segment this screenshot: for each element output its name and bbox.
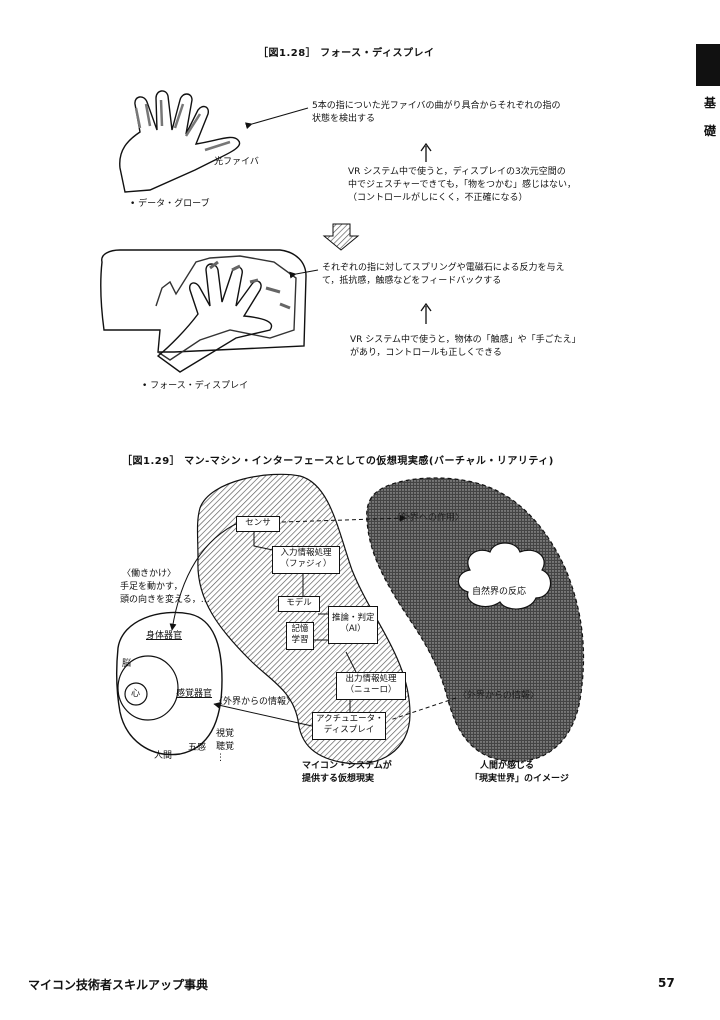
heart-circle [124,682,148,706]
force-pointer-arrow [289,269,319,279]
hearing-label: 聴覚 [216,742,235,752]
output-processing-line-2: （ニューロ） [345,685,397,695]
book-title: マイコン技術者スキルアップ事典 [28,978,209,992]
body-organ-label: 身体器官 [146,631,183,641]
section-tab [696,44,720,86]
brain-label: 脳 [122,659,132,669]
glove-pointer-arrow [244,107,309,130]
fiber-label: 光ファイバ [214,157,259,167]
actuator-line-2: ディスプレイ [323,725,375,735]
sensor-label: センサ [245,518,271,528]
real-world-region [366,477,585,763]
glove-note-line-1: VR システム中で使うと，ディスプレイの3次元空間の [348,167,566,177]
real-caption-line-1: 人間が感じる [480,761,535,771]
actuator-line-1: アクチュエータ・ [316,714,384,724]
vr-caption-line-2: 提供する仮想現実 [302,774,375,784]
model-label: モデル [286,598,312,608]
figure-1-28-title: ［図1.28］ フォース・ディスプレイ [258,48,435,59]
sensor-box: センサ [236,516,280,532]
nature-cloud [457,542,552,610]
human-label: 人間 [154,751,173,761]
transition-down-arrow [322,223,360,251]
action-line-1: 手足を動かす， [120,582,183,592]
vision-label: 視覚 [216,729,235,739]
five-senses-label: 五感 [188,743,207,753]
inference-box: 推論・判定 （AI） [328,606,378,644]
section-tab-char-2: 礎 [703,124,716,138]
force-note-line-1: VR システム中で使うと，物体の「触感」や「手ごたえ」 [350,335,581,345]
actuator-display-box: アクチュエータ・ ディスプレイ [312,712,386,740]
force-display-illustration [99,249,307,373]
data-glove-illustration [119,90,241,193]
output-processing-box: 出力情報処理 （ニューロ） [336,672,406,700]
up-arrow-2 [420,302,432,324]
force-note-line-2: があり，コントロールも正しくできる [350,348,502,358]
input-processing-line-2: （ファジィ） [280,559,332,569]
heart-label: 心 [131,689,141,699]
output-processing-line-1: 出力情報処理 [345,674,397,684]
page-number: 57 [658,976,675,990]
glove-note-line-2: 中でジェスチャーできても，「物をつかむ」感じはない， [348,180,577,190]
external-action-label: 〈外界への作用〉 [392,513,465,523]
force-desc-line-1: それぞれの指に対してスプリングや電磁石による反力を与え [322,263,565,273]
inference-line-1: 推論・判定 [332,613,375,623]
model-box: モデル [278,596,320,612]
glove-desc-line-2: 状態を検出する [312,114,376,124]
action-heading: 〈働きかけ〉 [122,569,177,579]
external-info-label: 〈外界からの情報〉 [214,697,296,707]
glove-desc-line-1: 5本の指についた光ファイバの曲がり具合からそれぞれの指の [312,101,561,111]
memory-line-1: 記憶 [291,624,309,634]
input-processing-box: 入力情報処理 （ファジィ） [272,546,340,574]
input-processing-line-1: 入力情報処理 [280,548,332,558]
memory-line-2: 学習 [291,635,309,645]
action-line-2: 頭の向きを変える，… [120,595,210,605]
force-display-caption: • フォース・ディスプレイ [142,381,249,391]
section-tab-char-1: 基 [703,96,716,110]
memory-box: 記憶 学習 [286,622,314,650]
glove-note-line-3: （コントロールがしにくく，不正確になる） [348,193,528,203]
up-arrow-1 [420,142,432,162]
sense-organ-label: 感覚器官 [176,689,213,699]
real-caption-line-2: 「現実世界」のイメージ [470,774,569,784]
data-glove-caption: • データ・グローブ [130,199,210,209]
external-info-faded-label: 〈外界からの情報〉 [458,691,540,701]
vr-caption-line-1: マイコン・システムが [302,761,392,771]
senses-ellipsis: ⋮ [216,753,225,763]
figure-1-29-title: ［図1.29］ マン-マシン・インターフェースとしての仮想現実感(バーチャル・リ… [122,456,554,467]
nature-reaction-label: 自然界の反応 [472,587,527,597]
force-desc-line-2: て，抵抗感，触感などをフィードバックする [322,276,502,286]
inference-line-2: （AI） [340,624,366,634]
